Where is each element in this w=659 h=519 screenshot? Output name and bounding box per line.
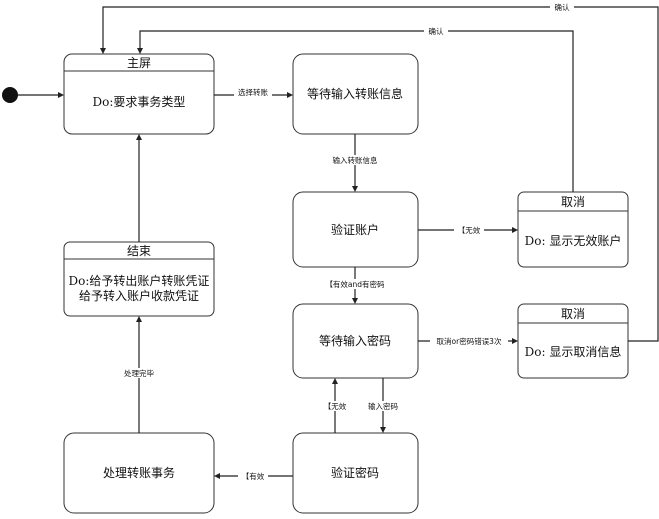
state-wait-transfer-info-label: 等待输入转账信息 (307, 86, 403, 101)
edge-valid-and-password: 【有效and有密码 (322, 267, 388, 304)
edge-valid-password-label: 【有效 (242, 471, 265, 481)
state-verify-account: 验证账户 (292, 191, 419, 268)
edge-select-transfer-label: 选择转账 (238, 87, 268, 97)
edge-cancel-or-wrong-label: 取消or密码错误3次 (437, 336, 502, 346)
edge-end-to-main (136, 134, 142, 242)
edge-enter-password: 输入密码 (364, 378, 402, 433)
state-wait-password: 等待输入密码 (292, 303, 419, 379)
state-cancel-invalid: 取消 Do: 显示无效账户 (517, 191, 629, 268)
edge-confirm-second-label: 确认 (429, 26, 444, 36)
state-cancel-info-body: Do: 显示取消信息 (525, 344, 622, 359)
state-cancel-invalid-title: 取消 (561, 195, 585, 209)
state-wait-transfer-info: 等待输入转账信息 (292, 53, 419, 135)
edge-invalid-account-label: 【无效 (458, 225, 481, 235)
state-cancel-info-title: 取消 (561, 307, 585, 321)
edge-confirm-top: 确认 (100, 2, 659, 342)
state-main-screen: 主屏 Do:要求事务类型 (63, 53, 215, 135)
state-end-body-line2: 给予转入账户收款凭证 (79, 288, 199, 303)
state-main-screen-title: 主屏 (127, 56, 151, 70)
edge-valid-password: 【有效 (214, 471, 293, 481)
edge-enter-password-label: 输入密码 (368, 401, 398, 411)
state-wait-password-label: 等待输入密码 (319, 333, 391, 348)
state-end-title: 结束 (127, 244, 151, 258)
edge-invalid-account: 【无效 (418, 225, 518, 235)
initial-state (2, 87, 18, 103)
edge-initial-to-main (18, 92, 64, 98)
state-process-transfer: 处理转账事务 (63, 432, 215, 514)
edge-confirm-second: 确认 (137, 26, 574, 192)
edge-invalid-password-label: 【无效 (324, 401, 347, 411)
state-cancel-invalid-body: Do: 显示无效账户 (525, 233, 622, 248)
state-process-transfer-label: 处理转账事务 (103, 465, 175, 480)
state-verify-password: 验证密码 (292, 432, 419, 514)
edge-confirm-top-label: 确认 (555, 2, 570, 12)
edge-select-transfer: 选择转账 (214, 87, 293, 98)
edge-cancel-or-wrong: 取消or密码错误3次 (418, 336, 518, 346)
state-verify-account-label: 验证账户 (331, 222, 379, 237)
edge-enter-transfer-info-label: 输入转账信息 (333, 155, 378, 165)
state-verify-password-label: 验证密码 (331, 465, 379, 480)
edge-valid-and-password-label: 【有效and有密码 (325, 279, 385, 289)
edge-process-done-label: 处理完毕 (124, 368, 154, 378)
edge-process-done: 处理完毕 (120, 316, 158, 433)
state-end-body-line1: Do:给予转出账户转账凭证 (69, 273, 210, 288)
state-cancel-info: 取消 Do: 显示取消信息 (517, 303, 629, 379)
state-end: 结束 Do:给予转出账户转账凭证 给予转入账户收款凭证 (63, 241, 215, 317)
edge-enter-transfer-info: 输入转账信息 (328, 134, 382, 192)
state-main-screen-body: Do:要求事务类型 (93, 94, 186, 109)
edge-invalid-password: 【无效 (320, 378, 350, 433)
